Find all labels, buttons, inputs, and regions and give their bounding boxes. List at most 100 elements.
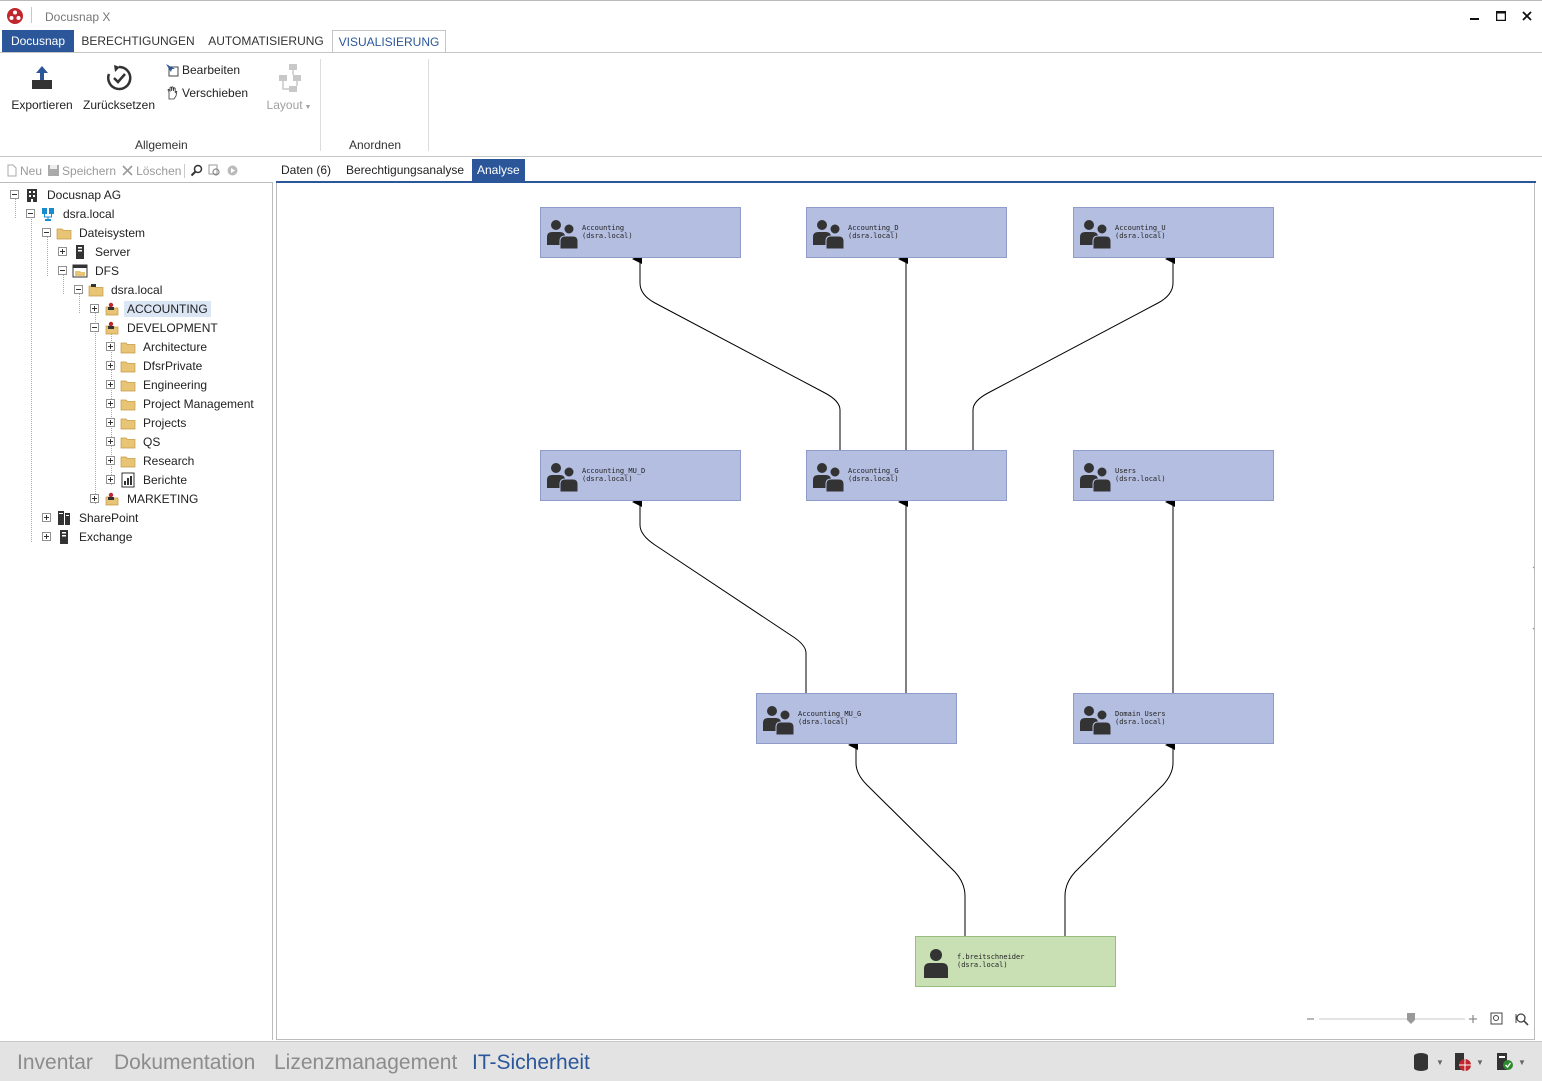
tab-automatisierung[interactable]: AUTOMATISIERUNG (208, 34, 324, 48)
tab-analysis[interactable]: Analyse (472, 159, 525, 181)
zoom-actual-size-icon[interactable] (1515, 1013, 1529, 1026)
group-node[interactable]: Users(dsra.local) (1073, 450, 1274, 501)
tree-node[interactable]: DfsrPrivate (106, 356, 205, 375)
tab-berechtigungen[interactable]: BERECHTIGUNGEN (81, 34, 195, 48)
expand-icon[interactable] (106, 475, 115, 484)
module-dokumentation[interactable]: Dokumentation (114, 1051, 256, 1074)
move-button[interactable]: Verschieben (165, 86, 248, 100)
tree-node[interactable]: DEVELOPMENT (90, 318, 221, 337)
module-lizenzmanagement[interactable]: Lizenzmanagement (274, 1051, 458, 1074)
zoom-slider-thumb[interactable] (1406, 1013, 1415, 1024)
close-icon[interactable] (1519, 8, 1535, 24)
expand-icon[interactable] (106, 342, 115, 351)
group-node[interactable]: Accounting_G(dsra.local) (806, 450, 1007, 501)
tree-node[interactable]: Dateisystem (42, 223, 148, 242)
expand-icon[interactable] (42, 532, 51, 541)
collapse-icon[interactable] (26, 209, 35, 218)
node-domain: (dsra.local) (1115, 475, 1166, 483)
expand-icon[interactable] (106, 437, 115, 446)
expand-icon[interactable] (90, 304, 99, 313)
edit-button[interactable]: Bearbeiten (165, 63, 240, 77)
user-node[interactable]: f.breitschneider(dsra.local) (915, 936, 1116, 987)
collapse-icon[interactable] (74, 285, 83, 294)
hand-icon (167, 86, 178, 100)
tree-node[interactable]: Exchange (42, 527, 135, 546)
tab-docusnap[interactable]: Docusnap (2, 30, 74, 53)
expand-icon[interactable] (106, 456, 115, 465)
collapse-icon[interactable] (90, 323, 99, 332)
layout-button[interactable]: Layout ▼ (262, 62, 316, 112)
folder-icon (120, 361, 136, 372)
edit-label: Bearbeiten (182, 63, 241, 77)
collapse-icon[interactable] (42, 228, 51, 237)
save-button[interactable]: Speichern (47, 164, 116, 178)
tree-node[interactable]: Berichte (106, 470, 190, 489)
module-it-sicherheit[interactable]: IT-Sicherheit (472, 1051, 590, 1074)
tree-node[interactable]: Project Management (106, 394, 257, 413)
move-label: Verschieben (182, 86, 249, 100)
tree-node[interactable]: DFS (58, 261, 122, 280)
delete-button[interactable]: Löschen (121, 164, 181, 178)
tree-node-label: DEVELOPMENT (127, 320, 218, 335)
group-label-general: Allgemein (135, 138, 188, 152)
search-icon (191, 164, 203, 177)
module-inventar[interactable]: Inventar (17, 1051, 93, 1074)
node-name: Accounting_MU_G (798, 710, 862, 718)
new-button[interactable]: Neu (5, 164, 42, 178)
database-status[interactable]: ▼ (1412, 1052, 1444, 1072)
expand-icon[interactable] (106, 399, 115, 408)
tree-node[interactable]: dsra.local (74, 280, 165, 299)
tree-node-label: Exchange (79, 529, 133, 544)
search-button[interactable] (190, 164, 203, 177)
tree-node-label: Engineering (143, 377, 208, 392)
expand-icon[interactable] (106, 361, 115, 370)
group-node[interactable]: Accounting(dsra.local) (540, 207, 741, 258)
tree-node[interactable]: SharePoint (42, 508, 141, 527)
expand-icon[interactable] (58, 247, 67, 256)
collapse-icon[interactable] (10, 190, 19, 199)
group-node[interactable]: Domain Users(dsra.local) (1073, 693, 1274, 744)
expand-icon[interactable] (106, 380, 115, 389)
group-node[interactable]: Accounting_MU_G(dsra.local) (756, 693, 957, 744)
collapse-icon[interactable] (58, 266, 67, 275)
tree-node[interactable]: ACCOUNTING (90, 299, 211, 318)
node-name: Domain Users (1115, 710, 1166, 718)
run-button[interactable] (226, 164, 239, 177)
group-node[interactable]: Accounting_MU_D(dsra.local) (540, 450, 741, 501)
reset-button[interactable]: Zurücksetzen (82, 62, 156, 112)
export-button[interactable]: Exportieren (8, 62, 76, 112)
window-title: Docusnap X (45, 10, 111, 24)
zoom-fit-icon[interactable] (1490, 1012, 1503, 1025)
zoom-in-icon[interactable] (1469, 1015, 1477, 1023)
tab-visualisierung[interactable]: VISUALISIERUNG (332, 30, 446, 54)
expand-icon[interactable] (106, 418, 115, 427)
title-bar: Docusnap X (0, 0, 1542, 30)
job-status[interactable]: ▼ (1494, 1052, 1526, 1072)
tree-node[interactable]: Docusnap AG (10, 185, 124, 204)
tree-node[interactable]: dsra.local (26, 204, 117, 223)
expand-icon[interactable] (90, 494, 99, 503)
tree-node[interactable]: Research (106, 451, 197, 470)
expand-icon[interactable] (42, 513, 51, 522)
tree-node[interactable]: MARKETING (90, 489, 201, 508)
tree-node[interactable]: Projects (106, 413, 189, 432)
tab-data[interactable]: Daten (6) (281, 163, 332, 177)
network-status[interactable]: ▼ (1452, 1052, 1484, 1072)
minimize-icon[interactable] (1467, 8, 1483, 24)
splitter-grip-icon[interactable] (1532, 563, 1535, 633)
tree-node-label: MARKETING (127, 491, 199, 506)
group-node[interactable]: Accounting_U(dsra.local) (1073, 207, 1274, 258)
tree-node[interactable]: Server (58, 242, 133, 261)
filter-search-button[interactable] (208, 164, 221, 177)
dropdown-caret-icon: ▼ (1436, 1057, 1444, 1067)
group-node[interactable]: Accounting_D(dsra.local) (806, 207, 1007, 258)
tree-node[interactable]: Architecture (106, 337, 210, 356)
membership-edge (632, 254, 841, 450)
tree-node-label: DfsrPrivate (143, 358, 203, 373)
maximize-icon[interactable] (1493, 8, 1509, 24)
tree-node[interactable]: Engineering (106, 375, 210, 394)
diagram-canvas[interactable]: Accounting(dsra.local) Accounting_D(dsra.… (276, 183, 1535, 1040)
tab-permission-analysis[interactable]: Berechtigungsanalyse (346, 163, 465, 177)
tree-node[interactable]: QS (106, 432, 163, 451)
node-text: Accounting(dsra.local) (582, 224, 633, 240)
